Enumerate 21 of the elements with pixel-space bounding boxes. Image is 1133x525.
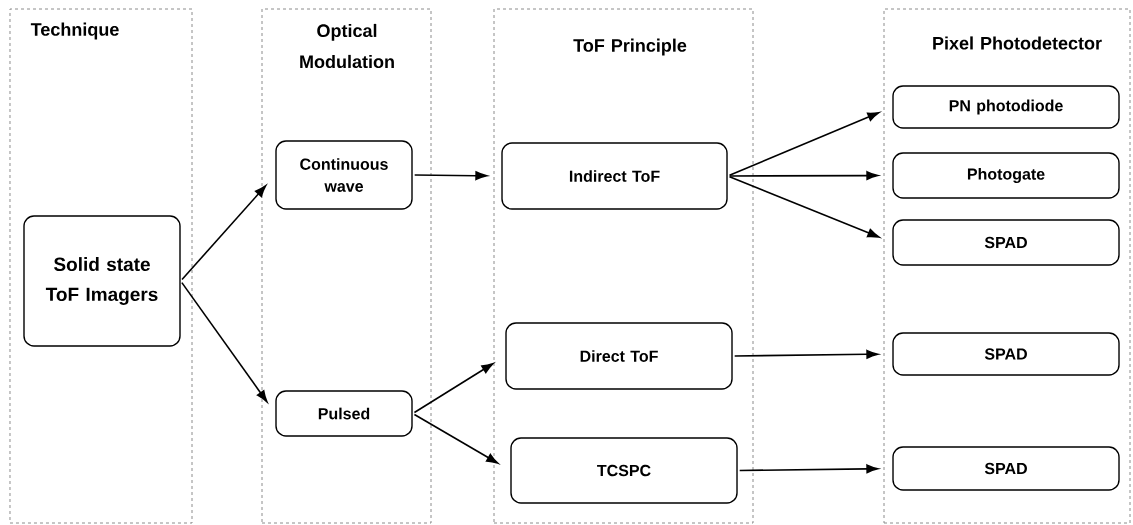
process-box: Continuous wave — [275, 140, 413, 210]
process-box: Pulsed — [275, 390, 413, 437]
process-box: Solid state ToF Imagers — [23, 215, 181, 347]
process-box: Photogate — [892, 152, 1120, 199]
arrow — [413, 413, 499, 464]
arrow — [413, 171, 488, 181]
arrow — [728, 175, 880, 238]
process-box: SPAD — [892, 332, 1120, 376]
arrow — [413, 362, 494, 414]
arrow — [738, 464, 879, 474]
process-box: Indirect ToF — [501, 142, 728, 210]
arrow — [728, 171, 879, 181]
process-box: SPAD — [892, 219, 1120, 266]
arrow — [733, 349, 879, 359]
arrow — [181, 281, 268, 403]
process-box: SPAD — [892, 446, 1120, 491]
arrow — [181, 185, 267, 281]
arrow — [728, 111, 880, 177]
process-box: Direct ToF — [505, 322, 733, 390]
process-box: PN photodiode — [892, 85, 1120, 129]
process-box: TCSPC — [510, 437, 738, 504]
